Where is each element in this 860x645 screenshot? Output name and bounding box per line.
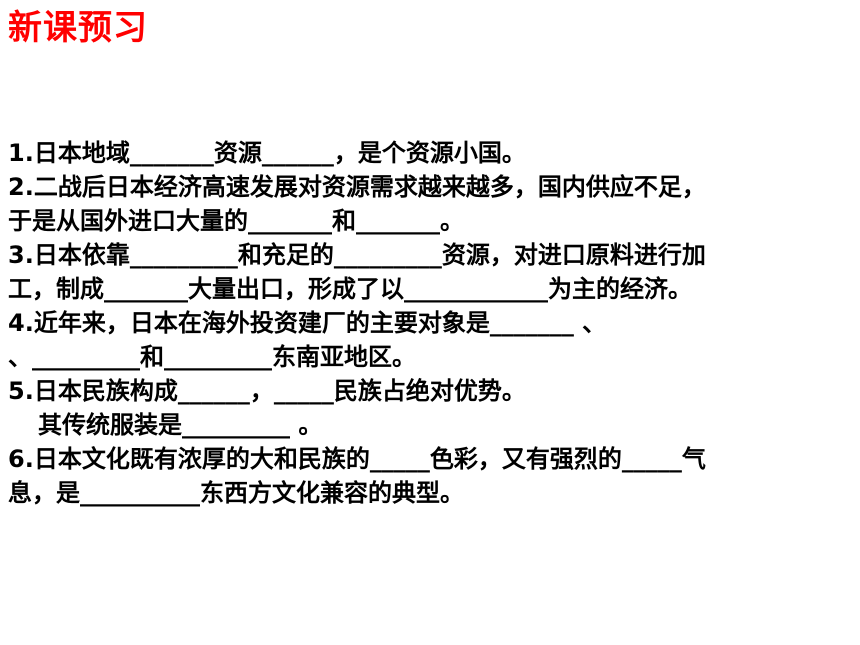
question-5-line-1: 5.日本民族构成______，_____民族占绝对优势。 (8, 377, 526, 405)
question-3-line-1: 3.日本依靠_________和充足的_________资源，对进口原料进行加 (8, 241, 706, 269)
question-3-line-2: 工，制成_______大量出口，形成了以____________为主的经济。 (8, 275, 692, 303)
exercise-content: 1.日本地域_______资源______，是个资源小国。 2.二战后日本经济高… (8, 136, 856, 510)
question-6-line-1: 6.日本文化既有浓厚的大和民族的_____色彩，又有强烈的_____气 (8, 445, 706, 473)
question-2-line-2: 于是从国外进口大量的_______和_______。 (8, 207, 464, 235)
slide-title: 新课预习 (8, 8, 148, 48)
question-6-line-2: 息，是__________东西方文化兼容的典型。 (8, 479, 464, 507)
question-4-line-2: 、_________和_________东南亚地区。 (8, 343, 416, 371)
question-4-line-1: 4.近年来，日本在海外投资建厂的主要对象是_______ 、 (8, 309, 607, 337)
question-5-line-2: 其传统服装是_________ 。 (38, 411, 323, 439)
question-2-line-1: 2.二战后日本经济高速发展对资源需求越来越多，国内供应不足， (8, 173, 706, 201)
question-1-line: 1.日本地域_______资源______，是个资源小国。 (8, 139, 526, 167)
